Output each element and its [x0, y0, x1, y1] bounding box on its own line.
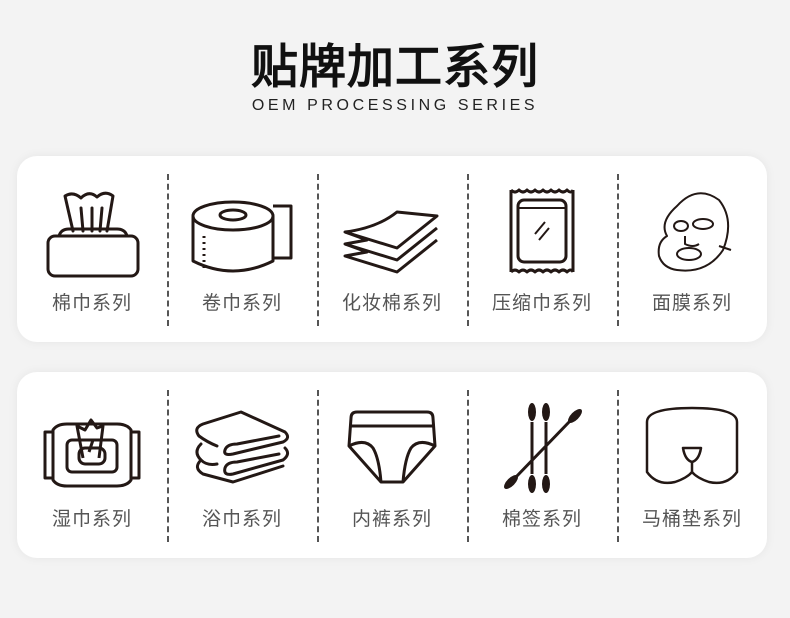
product-item-bath-towel[interactable]: 浴巾系列 [167, 372, 317, 558]
product-label: 卷巾系列 [201, 292, 282, 314]
toilet-seat-cover-icon [637, 402, 747, 494]
product-item-underwear[interactable]: 内裤系列 [317, 372, 467, 558]
product-label: 湿巾系列 [51, 508, 132, 530]
product-item-toilet-seat-cover[interactable]: 马桶垫系列 [617, 372, 767, 558]
folded-towel-icon [187, 402, 297, 494]
product-item-wet-wipes[interactable]: 湿巾系列 [17, 372, 167, 558]
product-item-face-mask[interactable]: 面膜系列 [617, 156, 767, 342]
product-item-roll-towel[interactable]: 卷巾系列 [167, 156, 317, 342]
product-item-cotton-towel[interactable]: 棉巾系列 [17, 156, 167, 342]
compressed-towel-pack-icon [487, 186, 597, 278]
product-label: 化妆棉系列 [341, 292, 442, 314]
tissue-box-icon [37, 186, 147, 278]
product-label: 棉巾系列 [51, 292, 132, 314]
product-item-compressed-towel[interactable]: 压缩巾系列 [467, 156, 617, 342]
underwear-icon [337, 402, 447, 494]
product-item-makeup-cotton[interactable]: 化妆棉系列 [317, 156, 467, 342]
product-label: 浴巾系列 [201, 508, 282, 530]
product-card-row-1: 棉巾系列 卷巾系列 化妆棉系列 [17, 156, 767, 342]
product-label: 棉签系列 [501, 508, 582, 530]
wet-wipes-pack-icon [37, 402, 147, 494]
cotton-swabs-icon [487, 402, 597, 494]
product-label: 内裤系列 [351, 508, 432, 530]
product-label: 压缩巾系列 [491, 292, 592, 314]
cotton-pads-icon [337, 186, 447, 278]
paper-roll-icon [187, 186, 297, 278]
product-label: 面膜系列 [651, 292, 732, 314]
product-label: 马桶垫系列 [641, 508, 742, 530]
product-card-row-2: 湿巾系列 浴巾系列 内裤系列 [17, 372, 767, 558]
face-mask-icon [637, 186, 747, 278]
page-subtitle: OEM PROCESSING SERIES [251, 97, 539, 114]
product-item-cotton-swab[interactable]: 棉签系列 [467, 372, 617, 558]
page-title: 贴牌加工系列 [251, 40, 539, 95]
